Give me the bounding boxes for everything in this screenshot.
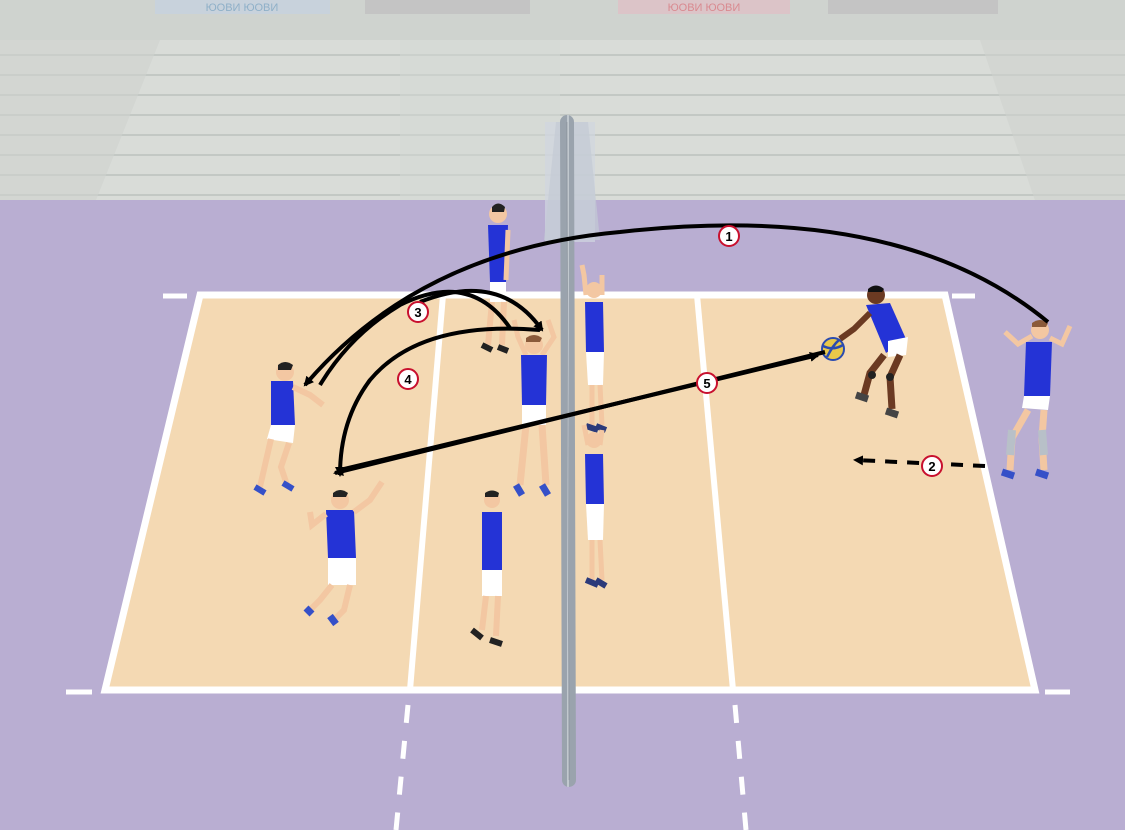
banner-4 xyxy=(828,0,998,14)
banner-3-text: ЮОВИ ЮОВИ xyxy=(668,2,741,14)
step-label-3: 3 xyxy=(414,305,421,320)
step-badge-2: 2 xyxy=(922,456,942,476)
step-badge-3: 3 xyxy=(408,302,428,322)
step-label-1: 1 xyxy=(725,229,732,244)
step-badge-1: 1 xyxy=(719,226,739,246)
step-label-5: 5 xyxy=(703,376,710,391)
step-label-4: 4 xyxy=(404,372,412,387)
banner-2 xyxy=(365,0,530,14)
step-badge-5: 5 xyxy=(697,373,717,393)
step-label-2: 2 xyxy=(928,459,935,474)
volleyball-ball xyxy=(822,338,844,360)
banner-1-text: ЮОВИ ЮОВИ xyxy=(206,2,279,14)
step-badge-4: 4 xyxy=(398,369,418,389)
